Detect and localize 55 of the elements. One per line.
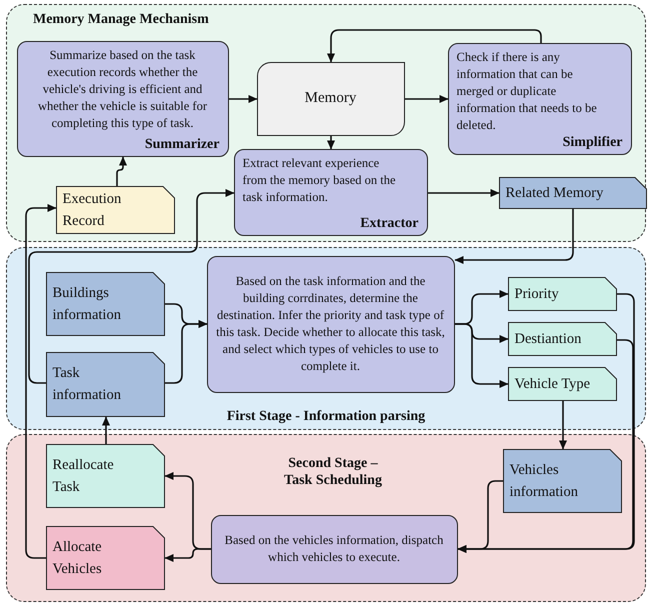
doc-text: Related Memory [506, 184, 604, 202]
box-text: Summarize based on the task execution records whether the vehicle's driving is efficient and whether the vehicle is suitable for completing this type of task. [36, 46, 208, 132]
arrow [454, 209, 574, 264]
arrow [229, 95, 258, 103]
arrow [428, 189, 500, 197]
stage-panel [6, 4, 646, 242]
process-box [234, 148, 428, 236]
arrow [458, 480, 503, 553]
box-title: Extractor [360, 214, 418, 232]
stage-panel [6, 434, 646, 602]
arrow [25, 204, 56, 559]
arrow [102, 416, 110, 444]
document-box [46, 352, 164, 416]
arrow [405, 95, 448, 103]
doc-text: Destiantion [514, 330, 582, 348]
process-box [16, 40, 228, 156]
document-box [46, 526, 164, 590]
panel-title: Memory Manage Mechanism [33, 11, 209, 28]
process-box [448, 42, 632, 154]
doc-text: Priority [514, 284, 559, 304]
doc-text: Allocate Vehicles [52, 538, 103, 578]
arrow [455, 323, 508, 388]
doc-text: Execution Record [62, 190, 122, 230]
arrow [165, 320, 208, 384]
doc-text: Vehicles information [510, 460, 579, 502]
document-box [502, 448, 622, 512]
box-text: Extract relevant experience from the memory based on the task information. [242, 154, 397, 206]
box-title: Simplifier [562, 134, 622, 150]
box-title: Summarizer [144, 136, 220, 152]
document-box [498, 176, 646, 208]
arrow [116, 156, 127, 186]
box-text: Check if there is any information that can be merged or duplicate information that needs to be deleted. [456, 48, 598, 134]
doc-text: Reallocate Task [52, 456, 115, 496]
doc-text: Task information [52, 364, 122, 405]
memory-box [256, 62, 404, 136]
document-box [46, 272, 164, 336]
stage-panel [6, 247, 646, 430]
arrow [559, 401, 567, 450]
document-box [46, 444, 164, 508]
panel-title: First Stage - Information parsing [226, 408, 426, 425]
process-box [210, 514, 458, 584]
arrow [28, 189, 234, 384]
box-text: Based on the vehicles information, dispatch which vehicles to execute. [224, 532, 444, 566]
process-box [206, 256, 454, 392]
box-text: Memory [304, 89, 356, 108]
document-box [56, 186, 174, 234]
document-box [508, 366, 616, 400]
panel-title: Second Stage – Task Scheduling [283, 455, 383, 489]
doc-text: Vehicle Type [514, 374, 590, 394]
document-box [508, 322, 616, 356]
box-text: Based on the task information and the building corrdinates, determine the destination. Infer the priority and task type of this task. Decide whether to allocate this task, and select which types of vehicles to use to complete it. [216, 273, 446, 375]
arrow [164, 548, 211, 562]
doc-text: Buildings information [52, 284, 122, 324]
document-box [508, 276, 616, 310]
arrow [327, 136, 335, 150]
